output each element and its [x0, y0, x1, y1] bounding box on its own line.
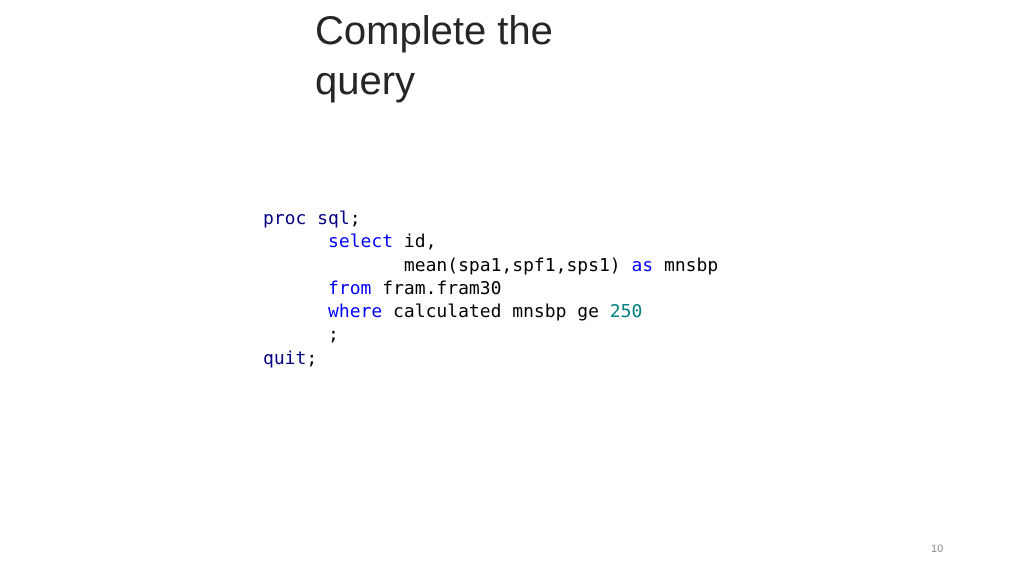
- code-text: calculated mnsbp ge: [382, 301, 610, 323]
- code-indent: [263, 255, 404, 276]
- code-numeric-literal: 250: [609, 301, 643, 323]
- code-keyword-quit: quit: [263, 347, 307, 369]
- code-indent: [263, 324, 328, 345]
- code-keyword-proc-sql: proc sql: [263, 208, 350, 229]
- code-line-7: quit;: [263, 347, 718, 370]
- code-line-5: where calculated mnsbp ge 250: [263, 300, 718, 323]
- code-keyword-select: select: [328, 231, 394, 253]
- code-line-6: ;: [263, 323, 718, 346]
- code-keyword-where: where: [328, 301, 383, 323]
- code-text: mnsbp: [653, 254, 719, 276]
- code-text: id,: [393, 231, 437, 253]
- code-indent: [263, 231, 328, 252]
- code-line-3: mean(spa1,spf1,sps1) as mnsbp: [263, 254, 718, 277]
- code-indent: [263, 301, 328, 322]
- code-text: fram.fram30: [371, 277, 502, 299]
- page-number: 10: [931, 543, 944, 555]
- code-line-1: proc sql;: [263, 207, 718, 230]
- slide-title: Complete the query: [315, 6, 655, 106]
- code-text: mean(spa1,spf1,sps1): [403, 254, 632, 276]
- code-indent: [263, 278, 328, 299]
- slide-title-line-2: query: [315, 59, 416, 103]
- code-keyword-as: as: [631, 254, 654, 276]
- code-text: ;: [306, 347, 318, 369]
- sas-code-block: proc sql; select id, mean(spa1,spf1,sps1…: [263, 207, 718, 370]
- code-keyword-from: from: [328, 277, 372, 299]
- slide-title-line-1: Complete the: [315, 9, 553, 53]
- code-line-4: from fram.fram30: [263, 277, 718, 300]
- code-text: ;: [349, 208, 361, 229]
- code-line-2: select id,: [263, 230, 718, 253]
- code-text: ;: [328, 324, 339, 346]
